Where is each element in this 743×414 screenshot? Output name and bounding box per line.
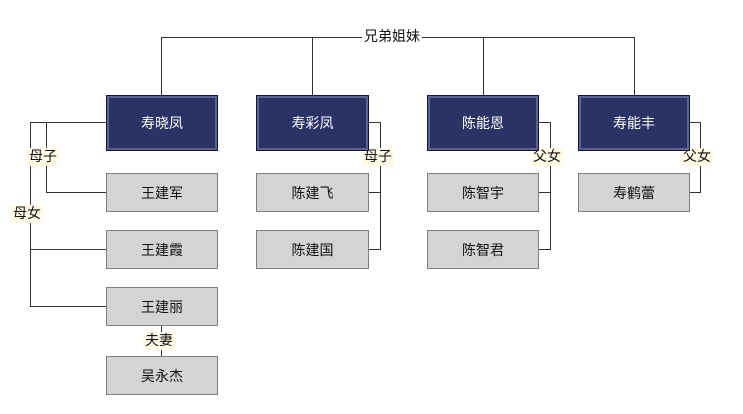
child-node[interactable]: 王建霞 [106, 230, 218, 269]
father-daughter-label: 父女 [681, 148, 713, 166]
child-node[interactable]: 王建军 [106, 173, 218, 212]
sibling-node[interactable]: 寿晓凤 [106, 95, 218, 151]
sibling-node[interactable]: 寿彩凤 [256, 95, 369, 151]
mother-son-label: 母子 [362, 148, 394, 166]
child-node[interactable]: 陈智宇 [427, 173, 539, 212]
child-node[interactable]: 陈智君 [427, 230, 539, 269]
spouse-node[interactable]: 吴永杰 [106, 356, 218, 395]
sibling-node[interactable]: 陈能恩 [427, 95, 539, 151]
child-node[interactable]: 陈建国 [256, 230, 369, 269]
sibling-node[interactable]: 寿能丰 [578, 95, 690, 151]
child-node[interactable]: 陈建飞 [256, 173, 369, 212]
child-node[interactable]: 王建丽 [106, 287, 218, 326]
siblings-label: 兄弟姐妹 [362, 28, 422, 46]
child-node[interactable]: 寿鹤蕾 [578, 173, 690, 212]
mother-daughter-label: 母女 [11, 205, 43, 223]
spouse-label: 夫妻 [143, 332, 175, 350]
father-daughter-label: 父女 [531, 148, 563, 166]
mother-son-label: 母子 [27, 148, 59, 166]
